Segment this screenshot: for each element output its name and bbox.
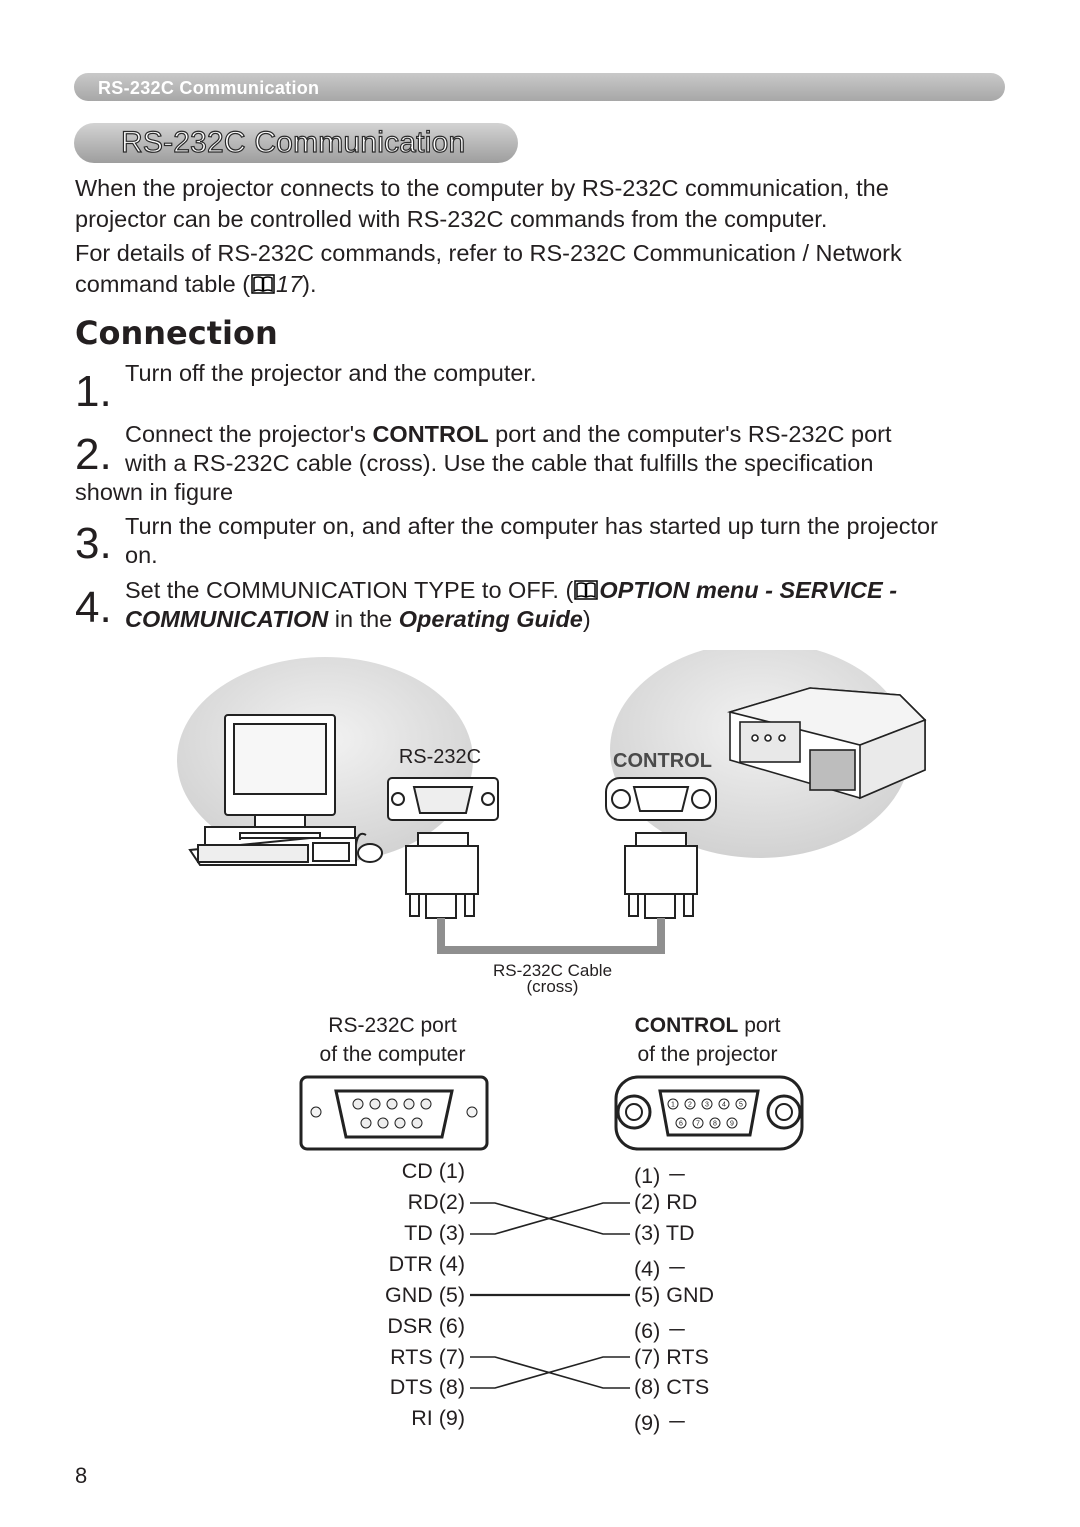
computer-port-caption: RS-232C port of the computer xyxy=(290,1011,495,1069)
page-reference-link[interactable]: 17 xyxy=(276,271,303,297)
step-2-text: Connect the projector's CONTROL port and… xyxy=(125,420,995,478)
step-number-4: 4. xyxy=(75,583,112,632)
step-number-1: 1. xyxy=(75,367,112,416)
step-2-line3: shown in figure xyxy=(75,479,234,505)
projector-port-caption: CONTROL port of the projector xyxy=(600,1011,815,1069)
right-cable-connector-icon xyxy=(624,832,698,919)
section-title: RS-232C Communication xyxy=(120,125,466,159)
projector-port-caption-line2: of the projector xyxy=(637,1043,778,1066)
running-header-title: RS-232C Communication xyxy=(98,78,320,98)
cable-caption: RS-232C Cable (cross) xyxy=(470,961,635,996)
projector-port-rest: port xyxy=(738,1014,781,1037)
projector-pin-3: (3) TD xyxy=(634,1221,695,1245)
pin-number: 3 xyxy=(705,1102,709,1109)
intro-paragraph-2: For details of RS-232C commands, refer t… xyxy=(75,238,902,300)
step-2-text-a: Connect the projector's xyxy=(125,421,373,447)
cable-caption-line1: RS-232C Cable xyxy=(492,961,613,980)
wiring-lines xyxy=(470,1202,630,1389)
control-port-bold: CONTROL xyxy=(372,421,489,447)
computer-pin-7: RTS (7) xyxy=(390,1345,465,1369)
step-number-2: 2. xyxy=(75,430,112,479)
step-4-text: Set the COMMUNICATION TYPE to OFF. ( OPTI… xyxy=(125,576,995,634)
computer-icon xyxy=(188,714,383,866)
pin-number: 6 xyxy=(679,1121,683,1128)
step-number-3: 3. xyxy=(75,519,112,568)
computer-pin-2: RD(2) xyxy=(407,1190,465,1214)
step-4-text-c: ) xyxy=(582,606,591,632)
computer-db9-port-icon xyxy=(299,1075,489,1151)
projector-pin-7: (7) RTS xyxy=(634,1345,709,1369)
projector-pin-4: (4) － xyxy=(634,1257,688,1281)
step-3-line1: Turn the computer on, and after the comp… xyxy=(125,513,938,539)
step-4-text-b: in the xyxy=(328,606,399,632)
rs232c-cable xyxy=(437,918,665,954)
intro-p2-line2: command table ( 17). xyxy=(75,269,902,300)
book-reference-icon xyxy=(251,274,275,294)
projector-pin-5: (5) GND xyxy=(634,1283,715,1307)
computer-pin-3: TD (3) xyxy=(404,1221,465,1245)
projector-db9-port-icon: 1 2 3 4 5 6 7 8 9 xyxy=(614,1075,804,1151)
pin-number: 4 xyxy=(722,1102,726,1109)
cable-caption-line2: (cross) xyxy=(526,977,579,996)
pin-number: 1 xyxy=(671,1102,675,1109)
section-title-bar: RS-232C Communication xyxy=(74,123,518,163)
projector-pin-9: (9) － xyxy=(634,1411,688,1435)
book-reference-icon xyxy=(574,580,599,600)
step-4-text-a: Set the COMMUNICATION TYPE to OFF. ( xyxy=(125,577,574,603)
communication-menu-reference[interactable]: COMMUNICATION xyxy=(125,606,329,632)
pin-number: 5 xyxy=(739,1102,743,1109)
page-number: 8 xyxy=(75,1463,88,1488)
projector-port-bold: CONTROL xyxy=(634,1014,739,1037)
computer-pin-4: DTR (4) xyxy=(388,1252,465,1276)
pin-number: 2 xyxy=(688,1102,692,1109)
computer-port-caption-line2: of the computer xyxy=(319,1043,466,1066)
projector-pin-8: (8) CTS xyxy=(634,1375,710,1399)
computer-pin-5: GND (5) xyxy=(384,1283,465,1307)
intro-p1-line1: When the projector connects to the compu… xyxy=(75,175,889,201)
menu-path-reference[interactable]: OPTION menu - SERVICE - xyxy=(599,577,898,603)
projector-pin-2: (2) RD xyxy=(634,1190,698,1214)
intro-paragraph-1: When the projector connects to the compu… xyxy=(75,173,889,235)
pin-number: 9 xyxy=(730,1121,734,1128)
step-4-line1: Set the COMMUNICATION TYPE to OFF. ( OPTI… xyxy=(125,576,995,605)
step-3-text: Turn the computer on, and after the comp… xyxy=(125,512,995,570)
wire-cts-to-rts xyxy=(470,1356,630,1389)
rs232c-label: RS-232C xyxy=(398,746,482,768)
running-header: RS-232C Communication xyxy=(74,73,1005,101)
intro-p1-line2: projector can be controlled with RS-232C… xyxy=(75,206,828,232)
projector-pin-6: (6) － xyxy=(634,1319,688,1343)
connection-diagram xyxy=(177,650,927,954)
control-label: CONTROL xyxy=(613,750,712,772)
computer-serial-port-icon xyxy=(387,777,499,821)
projector-icon xyxy=(727,687,927,800)
computer-pin-1: CD (1) xyxy=(401,1159,465,1183)
computer-pin-9: RI (9) xyxy=(411,1406,465,1430)
step-1-text: Turn off the projector and the computer. xyxy=(125,360,537,386)
intro-p2-text: command table ( xyxy=(75,271,251,297)
step-3-line2: on. xyxy=(125,542,158,568)
connection-heading: Connection xyxy=(75,314,278,352)
operating-guide-reference[interactable]: Operating Guide xyxy=(398,606,583,632)
port-pin-diagram: 1 2 3 4 5 6 7 8 9 xyxy=(299,1075,804,1151)
projector-port-caption-line1: CONTROL port xyxy=(600,1011,815,1040)
intro-p2-close: ). xyxy=(302,271,317,297)
computer-port-caption-line1: RS-232C port xyxy=(328,1014,457,1037)
projector-pin-1: (1) － xyxy=(634,1164,688,1188)
intro-p2-line1: For details of RS-232C commands, refer t… xyxy=(75,240,902,266)
left-cable-connector-icon xyxy=(405,832,479,919)
computer-pin-6: DSR (6) xyxy=(387,1314,465,1338)
step-2-line1: Connect the projector's CONTROL port and… xyxy=(125,420,995,449)
wire-td-to-rd xyxy=(470,1202,630,1235)
pin-number: 7 xyxy=(696,1121,700,1128)
pin-number: 8 xyxy=(713,1121,717,1128)
step-4-line2: COMMUNICATION in the Operating Guide) xyxy=(125,605,995,634)
projector-control-port-icon xyxy=(605,777,717,821)
step-2-text-b: port and the computer's RS-232C port xyxy=(488,421,892,447)
computer-pin-8: DTS (8) xyxy=(389,1375,465,1399)
step-2-line2: with a RS-232C cable (cross). Use the ca… xyxy=(125,450,874,476)
